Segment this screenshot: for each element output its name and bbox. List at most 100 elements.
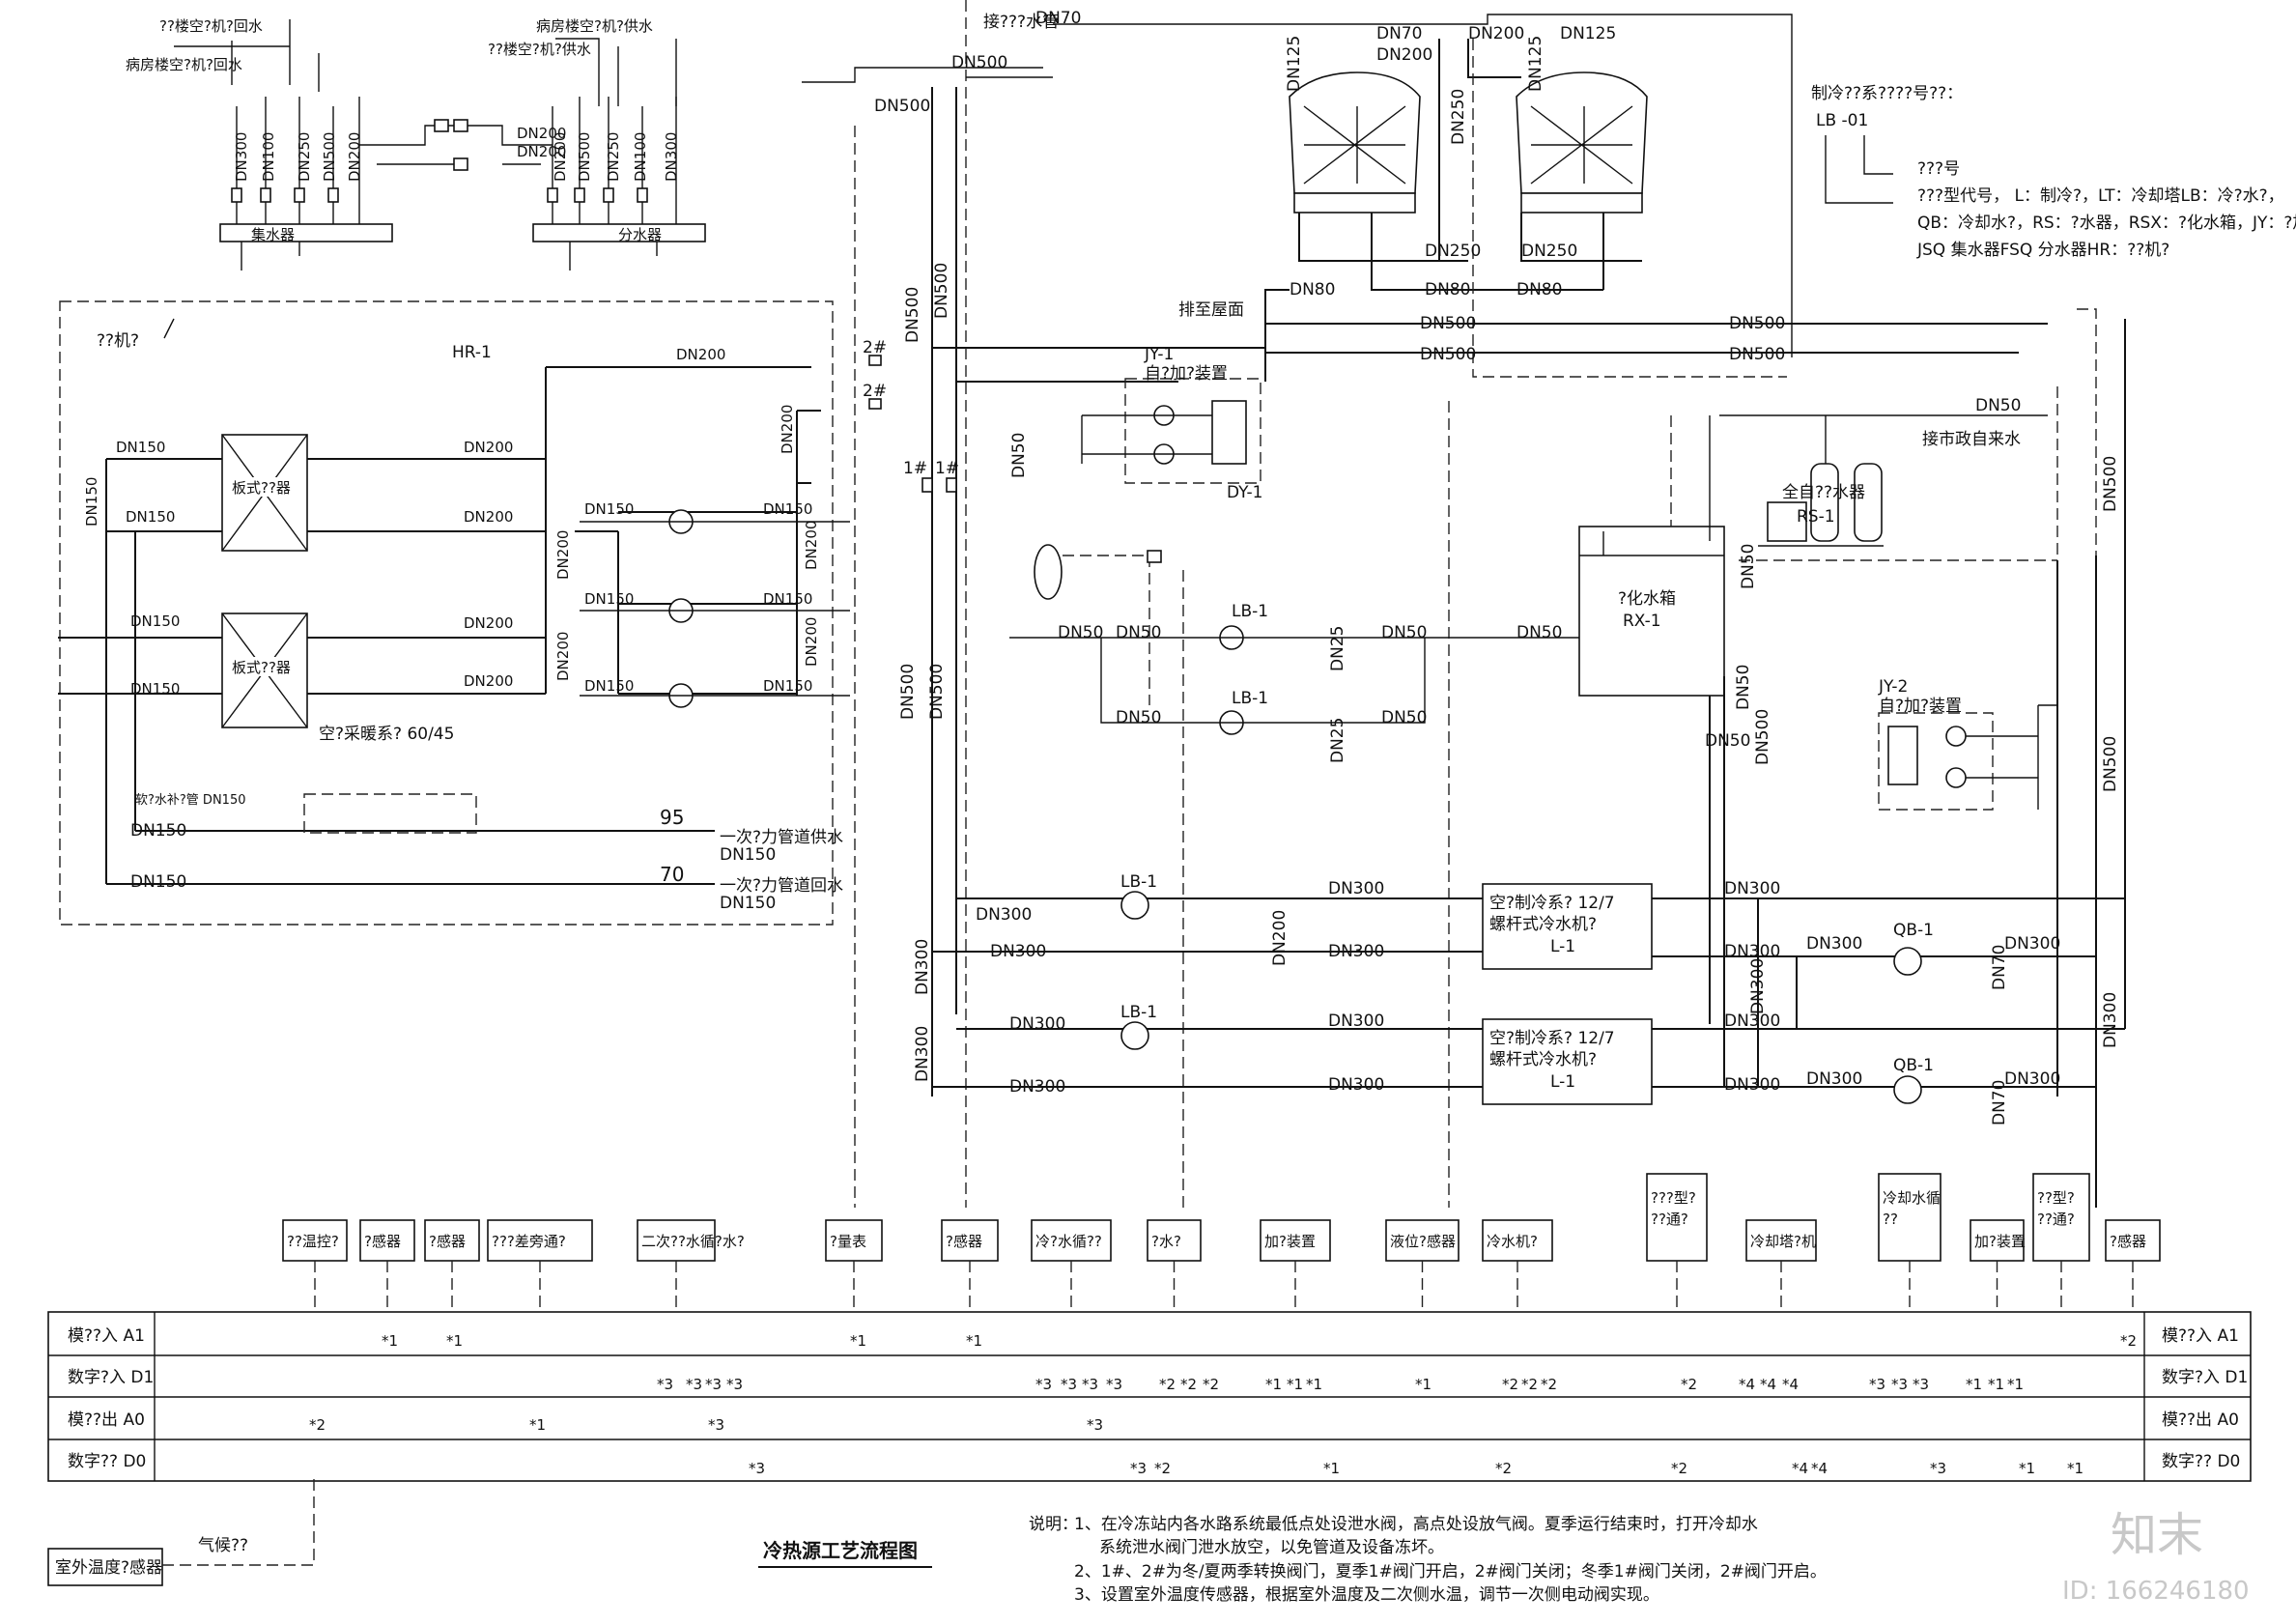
temp-70: 70 (660, 863, 684, 886)
riser-dn50: DN50 (1009, 433, 1029, 478)
control-box-label-12: ???型? (1651, 1189, 1696, 1207)
outdoor-sensor: 室外温度?感器 气候?? (47, 1478, 315, 1586)
control-box-label-13: 冷却塔?机 (1750, 1233, 1816, 1250)
cw-dn300-4: DN300 (1724, 1075, 1780, 1095)
riser-dn200: DN200 (779, 405, 796, 454)
legend-line3: QB：冷却水?，RS：?水器，RSX：?化水箱，JY：?加?装置， (1917, 214, 2296, 233)
pump-dn200-4: DN200 (803, 617, 820, 667)
chw-dn300-5: DN300 (990, 942, 1046, 961)
bypass-dn200b: DN200 (517, 143, 566, 160)
chiller1-line2: 螺杆式冷水机? (1489, 915, 1597, 934)
io-mark: *3 (1891, 1376, 1908, 1393)
chw-pump-2: LB-1 (1120, 1003, 1157, 1022)
io-ai-r: 模??入 A1 (2162, 1326, 2239, 1346)
softened-tank: ?化水箱 RX-1 DN50 DN50 DN50 DN500 (1448, 401, 1772, 1208)
heating-system-label: 空?采暖系? 60/45 (319, 725, 454, 744)
chw-dn300-7: DN300 (1009, 1014, 1065, 1034)
distributor (532, 223, 706, 242)
io-mark: *3 (657, 1376, 673, 1393)
pump-dn150-4: DN150 (763, 590, 812, 608)
hx-room-label: ??机? (97, 331, 139, 351)
control-box-label-14: ?? (1883, 1211, 1898, 1228)
collector-dn250: DN250 (296, 132, 313, 182)
cooling-tower-1: DN125 DN70 DN200 (1285, 24, 1432, 214)
io-mark: *2 (1159, 1376, 1176, 1393)
chiller2-line2: 螺杆式冷水机? (1489, 1050, 1597, 1069)
primary-return-dn: DN150 (130, 872, 186, 892)
control-box-2 (424, 1219, 480, 1262)
control-boxes: ??温控??感器?感器???差旁通?二次??水循?水??量表?感器冷?水循???… (282, 1173, 2161, 1312)
control-box-label-0: ??温控? (287, 1233, 339, 1250)
primary-return-dn2: DN150 (720, 894, 776, 913)
io-mark: *1 (1265, 1376, 1282, 1393)
hx-dn150-1: DN150 (116, 439, 165, 456)
cw-pump-2: QB-1 (1893, 1056, 1934, 1075)
tank-dn500: DN500 (1753, 709, 1772, 765)
chw-dn300-2: DN300 (1328, 942, 1384, 961)
hx-dn150-2: DN150 (126, 508, 175, 526)
io-mark: *1 (1306, 1376, 1322, 1393)
legend-line4: JSQ 集水器FSQ 分水器HR：??机? (1916, 241, 2169, 260)
city-dn50: DN50 (1975, 396, 2021, 415)
control-box-label-15: 加?装置 (1974, 1233, 2026, 1250)
io-mark: *3 (726, 1376, 743, 1393)
io-mark: *3 (1130, 1460, 1147, 1477)
ct-dn250-2: DN250 (1521, 242, 1577, 261)
chiller1-code: L-1 (1550, 937, 1575, 956)
io-ao: 模??出 A0 (68, 1410, 145, 1430)
dist-dn100: DN100 (632, 132, 649, 182)
io-ai: 模??入 A1 (68, 1326, 145, 1346)
hx-dn200-top: DN200 (676, 346, 725, 363)
note-2: 2、1#、2#为冬/夏两季转换阀门，夏季1#阀门开启，2#阀门关闭；冬季1#阀门… (1074, 1562, 1827, 1581)
io-mark: *3 (749, 1460, 765, 1477)
dosing-unit-2: JY-2 自?加?装置 (1878, 677, 2057, 811)
primary-supply-label: 一次?力管道供水 (720, 828, 843, 847)
hx-dn200-4: DN200 (464, 672, 513, 690)
outdoor-sensor-label: 室外温度?感器 (55, 1558, 162, 1578)
chiller-1 (1482, 883, 1653, 970)
io-mark: *4 (1739, 1376, 1755, 1393)
chw-pump-1: LB-1 (1120, 872, 1157, 892)
page-title: 冷热源工艺流程图 (763, 1539, 918, 1562)
legend-code: LB -01 (1816, 111, 1868, 130)
temp-95: 95 (660, 806, 684, 829)
io-mark: *2 (1154, 1460, 1171, 1477)
cw-dn300-2: DN300 (1724, 942, 1780, 961)
io-mark: *2 (1671, 1460, 1687, 1477)
control-box-label-10: 液位?感器 (1390, 1233, 1456, 1250)
label-l1: ??楼空?机?回水 (159, 17, 263, 35)
control-box-label-14: 冷却水循 (1883, 1189, 1941, 1207)
ct1-dn70: DN70 (1376, 24, 1422, 43)
softener-name: 全自??水器 (1782, 483, 1865, 502)
io-mark: *3 (1913, 1376, 1929, 1393)
cw-dn300-6: DN300 (1806, 1069, 1862, 1089)
io-mark: *1 (1988, 1376, 2004, 1393)
cw-dn70-1: DN70 (1990, 945, 2009, 990)
cw-dn300-v: DN300 (1748, 958, 1768, 1014)
softener-code: RS-1 (1797, 507, 1835, 527)
control-box-6 (941, 1219, 999, 1262)
control-box-label-2: ?感器 (429, 1233, 466, 1250)
hx-dn200-3: DN200 (464, 614, 513, 632)
lb-dn50-4: DN50 (1516, 623, 1562, 642)
io-mark: *1 (1966, 1376, 1982, 1393)
watermark-brand: 知末 (2111, 1508, 2203, 1562)
ct-dn250-1: DN250 (1425, 242, 1481, 261)
io-table: 模??入 A1 数字?入 D1 模??出 A0 数字?? D0 模??入 A1 … (47, 1311, 2252, 1482)
lb1-b: LB-1 (1232, 689, 1268, 708)
collector-dn200: DN200 (346, 132, 363, 182)
tank-dn50-2: DN50 (1734, 665, 1753, 710)
primary-supply-dn: DN150 (130, 821, 186, 840)
dist-dn250: DN250 (605, 132, 622, 182)
watermark-id: ID: 166246180 (2062, 1577, 2250, 1606)
hx-dn150-vert: DN150 (83, 477, 100, 527)
right-dn500-2: DN500 (2101, 736, 2120, 792)
control-box-label-16: ??通? (2037, 1211, 2075, 1228)
valve-2b: 2# (863, 382, 887, 401)
lb1-a: LB-1 (1232, 602, 1268, 621)
bypass-dn200: DN200 (1270, 910, 1290, 966)
dist-dn200: DN200 (552, 132, 569, 182)
tank-name: ?化水箱 (1618, 589, 1676, 609)
chw-dn300-6: DN300 (976, 905, 1032, 925)
jy2-code: JY-2 (1878, 677, 1908, 697)
